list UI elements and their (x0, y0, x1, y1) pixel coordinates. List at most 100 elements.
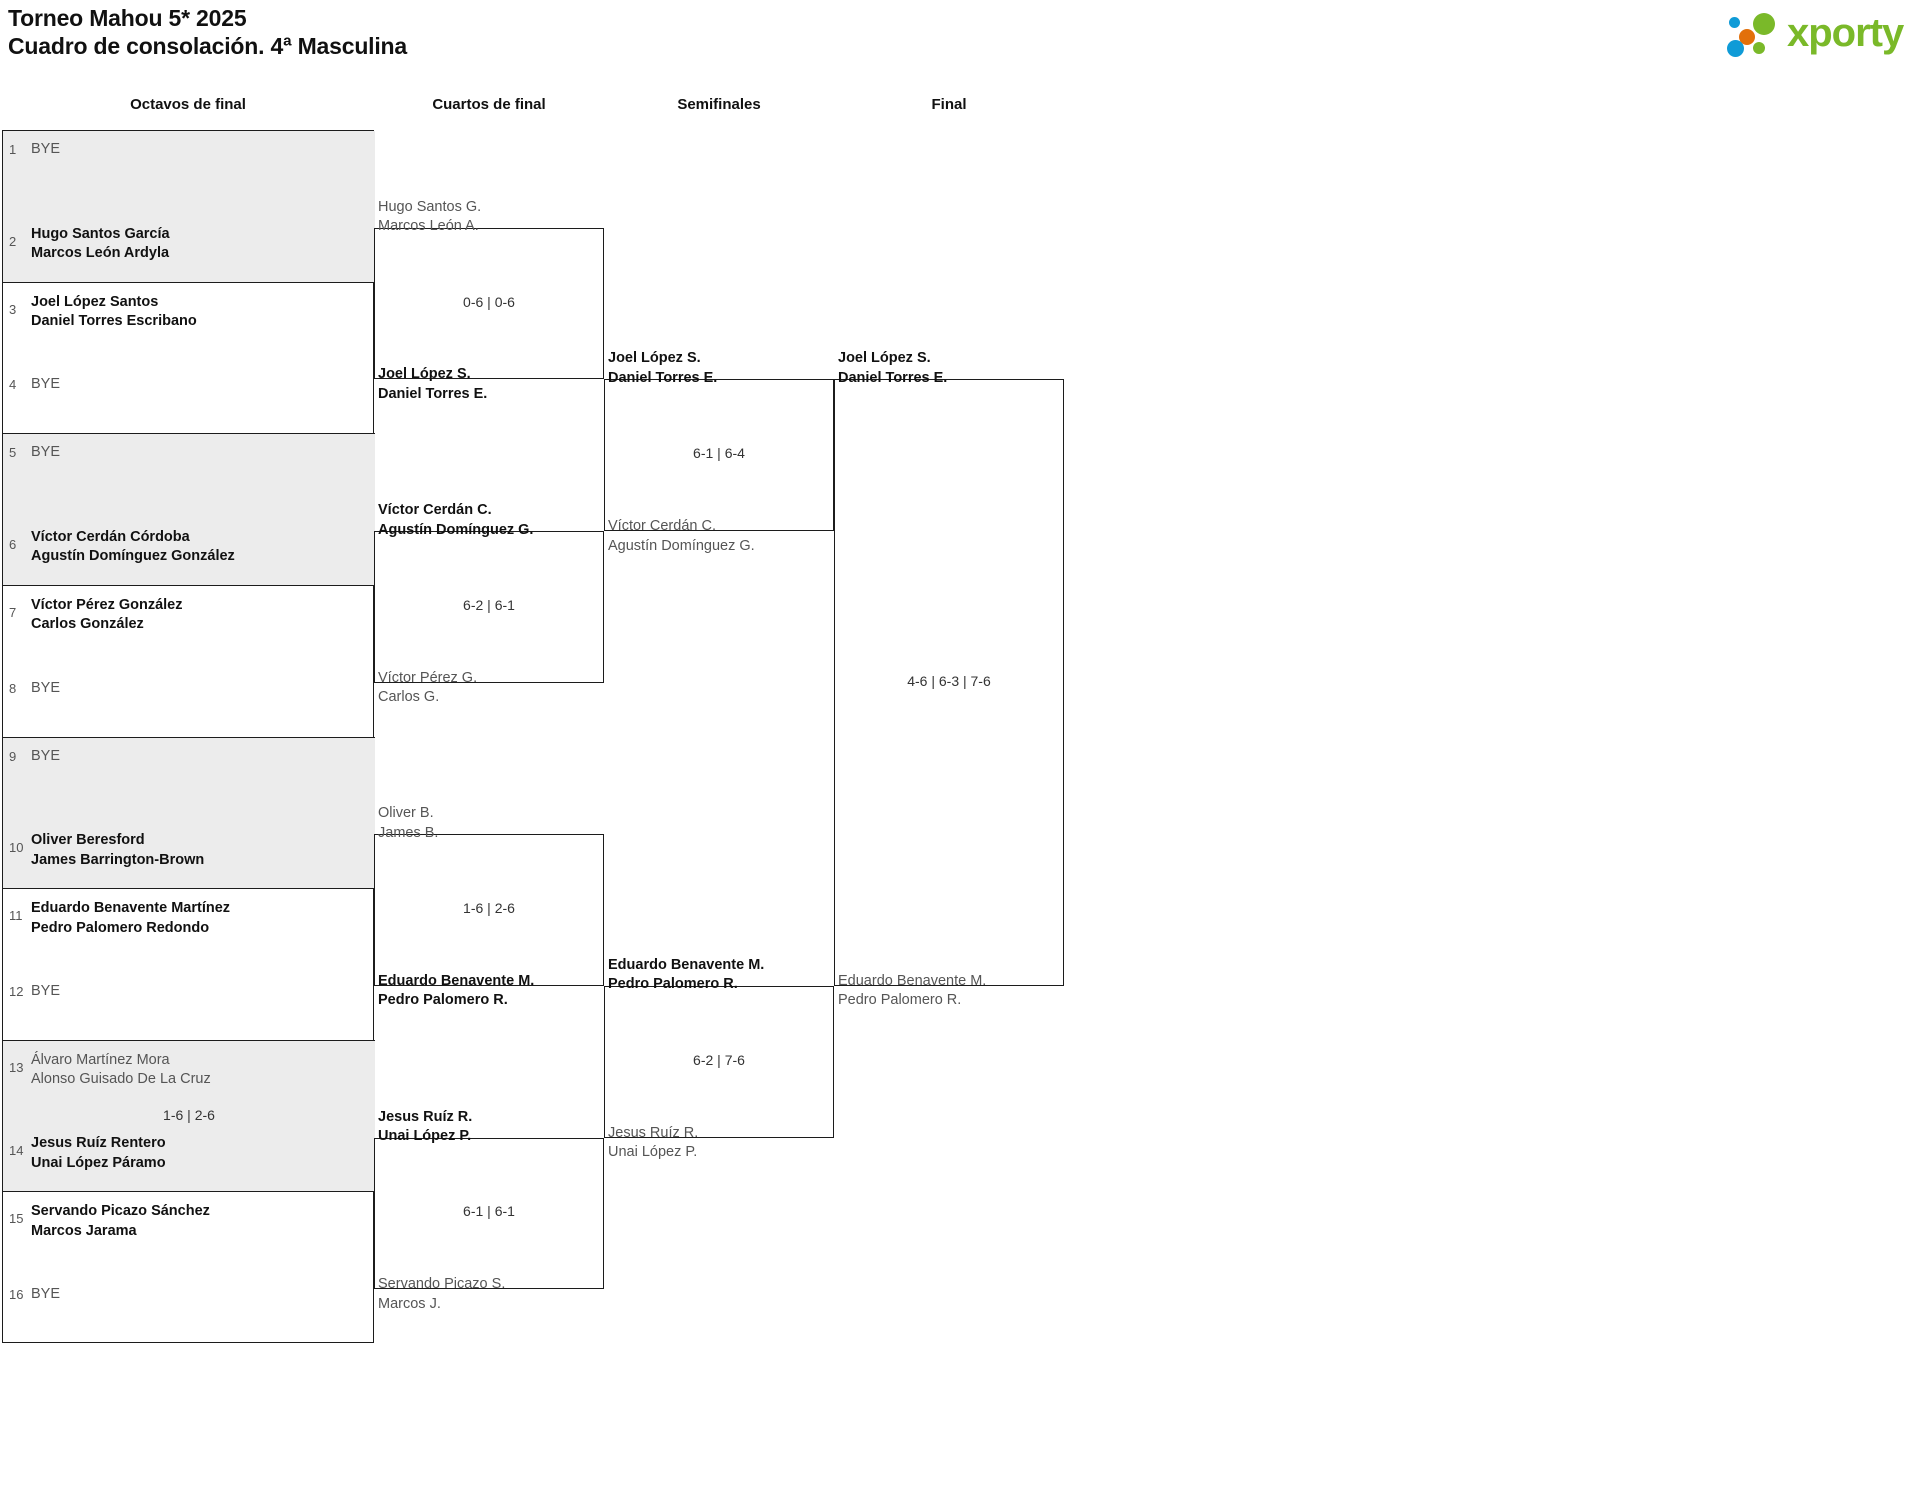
final-team[interactable]: Joel López S. Daniel Torres E. (838, 349, 947, 388)
seed-number: 4 (9, 377, 17, 393)
player-name: Marcos León A. (378, 218, 479, 235)
player-name: Víctor Pérez González (31, 596, 183, 613)
seed-number: 1 (9, 142, 17, 157)
quarterfinal-team[interactable]: Oliver B. James B. (378, 804, 438, 843)
round-heading-octavos: Octavos de final (130, 96, 246, 113)
player-name: Víctor Cerdán C. (608, 518, 716, 535)
player-name: Oliver B. (378, 805, 434, 822)
tournament-title: Torneo Mahou 5* 2025 (8, 5, 247, 31)
logo-dot-green-large (1753, 13, 1775, 35)
seed-number: 7 (9, 604, 17, 620)
seed-number: 9 (9, 748, 17, 764)
logo-dot-blue-small (1729, 17, 1740, 28)
bracket-connector (604, 985, 834, 1138)
player-name: Daniel Torres E. (608, 369, 718, 386)
match-score: 0-6 | 0-6 (463, 293, 515, 310)
seed-number: 15 (9, 1211, 24, 1227)
bye-label: BYE (31, 747, 61, 764)
bracket-connector (834, 379, 1064, 986)
player-name: Unai López P. (608, 1144, 698, 1161)
player-name: Álvaro Martínez Mora (31, 1051, 170, 1068)
player-name: Agustín Domínguez G. (608, 537, 755, 554)
player-name: Hugo Santos G. (378, 198, 482, 215)
bracket-connector (374, 1137, 604, 1290)
player-name: Oliver Beresford (31, 832, 145, 849)
match-score: 6-2 | 7-6 (693, 1051, 745, 1068)
final-team[interactable]: Eduardo Benavente M.Pedro Palomero R. (838, 972, 986, 1011)
player-name: Servando Picazo S. (378, 1276, 506, 1293)
player-name: Daniel Torres E. (838, 369, 948, 386)
quarterfinal-team[interactable]: Servando Picazo S. Marcos J. (378, 1275, 505, 1314)
player-name: Eduardo Benavente M. (378, 972, 535, 989)
seed-number: 3 (9, 301, 17, 317)
player-name: Carlos G. (378, 689, 440, 706)
seed-number: 10 (9, 840, 24, 856)
player-name: Eduardo Benavente Martínez (31, 900, 231, 917)
quarterfinal-team[interactable]: Víctor Pérez G. Carlos G. (378, 669, 477, 708)
player-name: Jesus Ruíz R. (608, 1124, 699, 1141)
player-name: Carlos González (31, 616, 144, 633)
round-heading-cuartos: Cuartos de final (432, 96, 546, 113)
xporty-logo[interactable]: xporty (1727, 9, 1917, 61)
quarterfinal-team[interactable]: Jesus Ruíz R.Unai López P. (378, 1108, 472, 1147)
title-block: Torneo Mahou 5* 2025 Cuadro de consolaci… (8, 4, 407, 60)
quarterfinal-team[interactable]: Joel López S.Daniel Torres E. (378, 365, 487, 404)
bye-label: BYE (31, 1286, 61, 1302)
player-name: Jesus Ruíz R. (378, 1108, 473, 1125)
player-name: Víctor Cerdán C. (378, 502, 492, 519)
match-score: 6-2 | 6-1 (463, 596, 515, 613)
seed-number: 13 (9, 1059, 24, 1075)
bracket-subtitle: Cuadro de consolación. 4ª Masculina (8, 33, 407, 59)
seed-number: 5 (9, 445, 17, 461)
logo-dot-blue-large (1727, 40, 1744, 57)
bye-label: BYE (31, 141, 61, 157)
page-header: Torneo Mahou 5* 2025 Cuadro de consolaci… (0, 0, 1920, 86)
bracket-connector (374, 834, 604, 986)
round-heading-semifinales: Semifinales (677, 96, 761, 113)
player-name: Pedro Palomero Redondo (31, 919, 210, 936)
quarterfinal-team[interactable]: Hugo Santos G. Marcos León A. (378, 198, 481, 237)
player-name: Jesus Ruíz Rentero (31, 1135, 166, 1152)
bracket-connector (374, 227, 604, 380)
match-score: 6-1 | 6-4 (693, 445, 745, 462)
match-score: 1-6 | 2-6 (163, 1106, 215, 1123)
semifinal-team[interactable]: Eduardo Benavente M. Pedro Palomero R. (608, 956, 764, 995)
quarterfinal-team[interactable]: Eduardo Benavente M.Pedro Palomero R. (378, 972, 534, 1011)
seed-number: 6 (9, 536, 17, 552)
semifinal-team[interactable]: Joel López S. Daniel Torres E. (608, 349, 717, 388)
player-name: Pedro Palomero R. (838, 992, 962, 1009)
player-name: Joel López S. (378, 366, 471, 383)
bracket-connector (374, 531, 604, 683)
player-name: Joel López Santos (31, 293, 159, 310)
quarterfinal-team[interactable]: Víctor Cerdán C.Agustín Domínguez G. (378, 501, 533, 540)
bye-label: BYE (31, 444, 61, 461)
player-name: Víctor Pérez G. (378, 669, 478, 686)
player-name: Pedro Palomero R. (608, 976, 738, 993)
player-name: Alonso Guisado De La Cruz (31, 1071, 211, 1088)
player-name: Joel López S. (608, 350, 701, 367)
player-name: Eduardo Benavente M. (608, 956, 765, 973)
player-name: Marcos J. (378, 1295, 441, 1312)
player-name: James B. (378, 824, 439, 841)
logo-dot-orange (1739, 29, 1755, 45)
bye-label: BYE (31, 982, 61, 999)
seed-number: 2 (9, 233, 17, 249)
player-name: Joel López S. (838, 350, 931, 367)
player-name: Agustín Domínguez González (31, 548, 235, 565)
semifinal-team[interactable]: Jesus Ruíz R. Unai López P. (608, 1124, 698, 1163)
semifinal-team[interactable]: Víctor Cerdán C. Agustín Domínguez G. (608, 517, 755, 556)
player-name: Marcos León Ardyla (31, 245, 170, 262)
